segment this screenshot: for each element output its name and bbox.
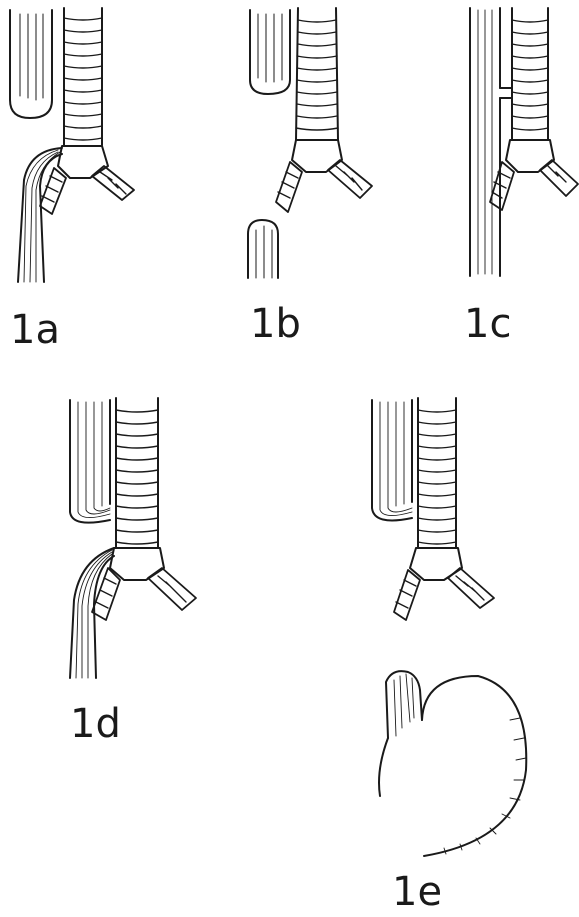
panel-label-1c: 1c: [464, 304, 511, 344]
h-type-fistula: [500, 88, 512, 98]
panel-1c-drawing: [470, 8, 578, 276]
panel-1d-drawing: [70, 398, 196, 678]
panel-label-1b: 1b: [250, 304, 301, 344]
bronchi: [276, 140, 372, 212]
panel-1a-drawing: [10, 8, 134, 282]
trachea: [296, 8, 338, 140]
trachea: [512, 8, 548, 140]
panel-1e-drawing: [372, 398, 526, 856]
trachea: [418, 398, 456, 548]
panel-label-1e: 1e: [392, 872, 442, 912]
upper-esophageal-pouch: [250, 10, 290, 94]
distal-stomach-pouch: [379, 671, 526, 856]
bronchi: [490, 140, 578, 210]
upper-esophageal-pouch-fistula: [70, 400, 110, 523]
panel-label-1a: 1a: [10, 310, 60, 350]
upper-esophageal-pouch-fistula: [372, 400, 412, 520]
upper-esophageal-pouch: [10, 10, 52, 118]
esophagus: [470, 8, 500, 276]
panel-1b-drawing: [248, 8, 372, 278]
bronchi: [394, 548, 494, 620]
trachea: [64, 8, 102, 145]
lower-esophageal-pouch: [248, 220, 278, 278]
bronchi: [92, 548, 196, 620]
panel-label-1d: 1d: [70, 704, 121, 744]
trachea: [116, 398, 158, 548]
